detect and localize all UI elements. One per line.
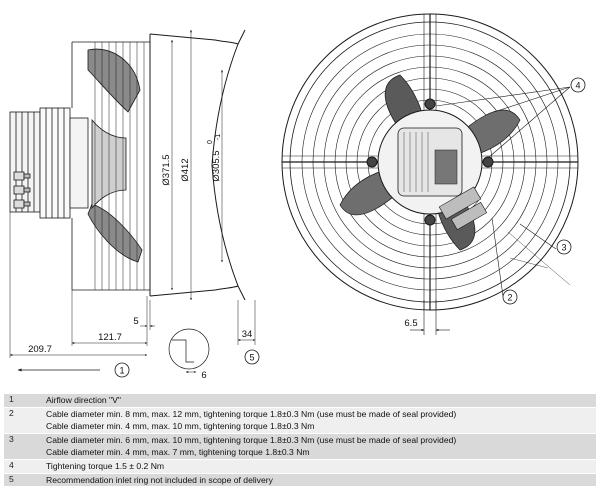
callout-2: 2 [507,293,512,303]
note-text: Cable diameter min. 6 mm, max. 10 mm, ti… [41,432,596,460]
dim-motor-length: 121.7 [98,332,122,343]
note-text: Tightening torque 1.5 ± 0.2 Nm [41,458,596,474]
note-line: Cable diameter min. 8 mm, max. 12 mm, ti… [46,408,457,419]
detail-circle [168,328,210,373]
motor-hub [366,98,494,226]
guard-grid-side [71,41,150,291]
dim-outer-diameter: Ø412 [180,158,191,181]
side-view [9,29,260,378]
inlet-ring-side [149,29,246,301]
airflow-arrow [17,362,130,378]
callout-1: 1 [119,366,124,376]
dim-total-length: 209.7 [28,344,52,355]
motor-housing [9,107,89,219]
note-text: Cable diameter min. 8 mm, max. 12 mm, ti… [41,406,596,434]
note-number: 2 [4,406,41,434]
note-number: 5 [4,472,41,487]
note-line: Tightening torque 1.5 ± 0.2 Nm [46,460,165,471]
note-text: Recommendation inlet ring not included i… [41,472,596,487]
table-row: 1 Airflow direction "V" [4,393,596,408]
dim-detail: 6 [201,370,206,381]
dim-front-offset: 6.5 [404,318,417,329]
note-line: Cable diameter min. 4 mm, max. 7 mm, tig… [46,447,310,458]
callout-3: 3 [561,243,566,253]
dim-flange: 34 [242,329,253,340]
note-line: Airflow direction "V" [46,395,121,405]
note-number: 3 [4,432,41,460]
dim-ring-tol-lower: -1 [215,134,222,140]
note-number: 1 [4,393,41,408]
leader-lines [410,86,571,335]
dim-ring-tol-upper: 0 [207,140,214,144]
note-line: Cable diameter min. 6 mm, max. 10 mm, ti… [46,434,457,445]
technical-drawing: Ø412 Ø371.5 Ø305.5 0 -1 209.7 121.7 5 34… [9,13,586,381]
blade-profile [87,48,143,263]
dim-inner-diameter: Ø371.5 [161,154,172,185]
table-row: 3 Cable diameter min. 6 mm, max. 10 mm, t… [4,432,596,460]
dim-gap: 5 [133,316,138,327]
front-view [281,13,586,335]
table-row: 4 Tightening torque 1.5 ± 0.2 Nm [4,458,596,474]
note-text: Airflow direction "V" [41,393,596,408]
note-number: 4 [4,458,41,474]
note-line: Recommendation inlet ring not included i… [46,474,273,485]
callout-4: 4 [575,81,580,91]
dim-ring-diameter: Ø305.5 [211,150,222,181]
callout-5: 5 [249,353,254,363]
table-row: 2 Cable diameter min. 8 mm, max. 12 mm, t… [4,406,596,434]
callout-4-circle [570,77,586,93]
dimension-lines-side [9,29,256,358]
table-row: 5 Recommendation inlet ring not included … [4,472,596,487]
callout-5-circle [244,349,260,365]
callout-2-circle [502,289,518,305]
callout-3-circle [556,239,572,255]
cable-glands-front [438,186,488,231]
note-line: Cable diameter min. 4 mm, max. 10 mm, ti… [46,421,315,432]
